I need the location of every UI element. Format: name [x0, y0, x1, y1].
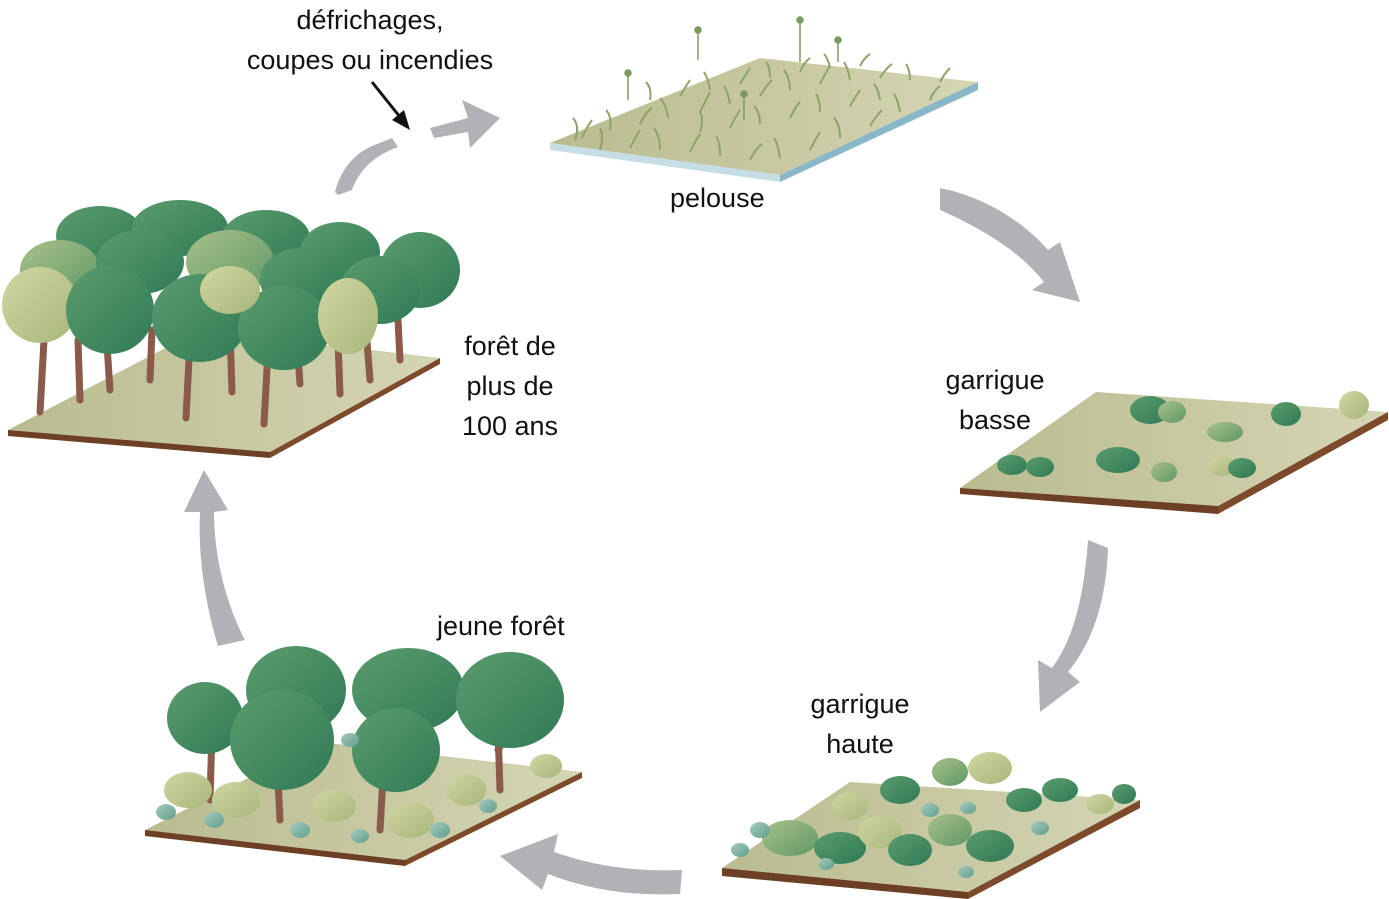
- stage-foret-illustration: [2, 200, 460, 458]
- stage-garrigue-haute-illustration: [722, 752, 1140, 899]
- disturbance-label: défrichages, coupes ou incendies: [220, 0, 520, 80]
- stage-label-pelouse: pelouse: [670, 183, 765, 213]
- cycle-arrows: [184, 100, 1108, 895]
- stage-label-foret: forêt de plus de 100 ans: [440, 326, 580, 446]
- stage-label-garrigue-basse: garrigue basse: [920, 360, 1070, 440]
- disturbance-label-line1: défrichages,: [296, 5, 444, 35]
- pointer-arrow-icon: [370, 81, 410, 130]
- stage-pelouse-illustration: [550, 16, 978, 182]
- stage-label-foret-line1: forêt de: [464, 331, 556, 361]
- stage-label-garrigue-haute: garrigue haute: [785, 684, 935, 764]
- grass-icon: [572, 53, 951, 161]
- tree-icon: [2, 200, 460, 370]
- process-arrow-icon: [1038, 540, 1108, 712]
- stage-label-garrigue-basse-line2: basse: [958, 405, 1032, 435]
- stage-label-garrigue-haute-line2: haute: [826, 729, 894, 759]
- stage-garrigue-basse-illustration: [960, 391, 1388, 514]
- stage-label-jeune-foret: jeune forêt: [437, 611, 565, 641]
- shrub-icon: [156, 733, 562, 843]
- process-arrow-icon: [940, 188, 1080, 302]
- shrub-icon: [731, 752, 1136, 878]
- disturbance-label-line2: coupes ou incendies: [246, 45, 494, 75]
- stage-label-garrigue-basse-line1: garrigue: [945, 365, 1045, 395]
- shrub-icon: [997, 391, 1369, 482]
- process-arrow-icon: [184, 470, 245, 646]
- tree-icon: [167, 646, 564, 792]
- stage-label-foret-line2: plus de: [466, 371, 554, 401]
- stage-label-foret-line3: 100 ans: [461, 411, 559, 441]
- stage-label-garrigue-haute-line1: garrigue: [810, 689, 910, 719]
- stage-jeune-foret-illustration: [145, 646, 582, 866]
- tree-icon: [36, 316, 404, 428]
- process-arrow-icon: [335, 138, 398, 195]
- process-arrow-icon: [430, 100, 500, 148]
- process-arrow-icon: [500, 834, 682, 895]
